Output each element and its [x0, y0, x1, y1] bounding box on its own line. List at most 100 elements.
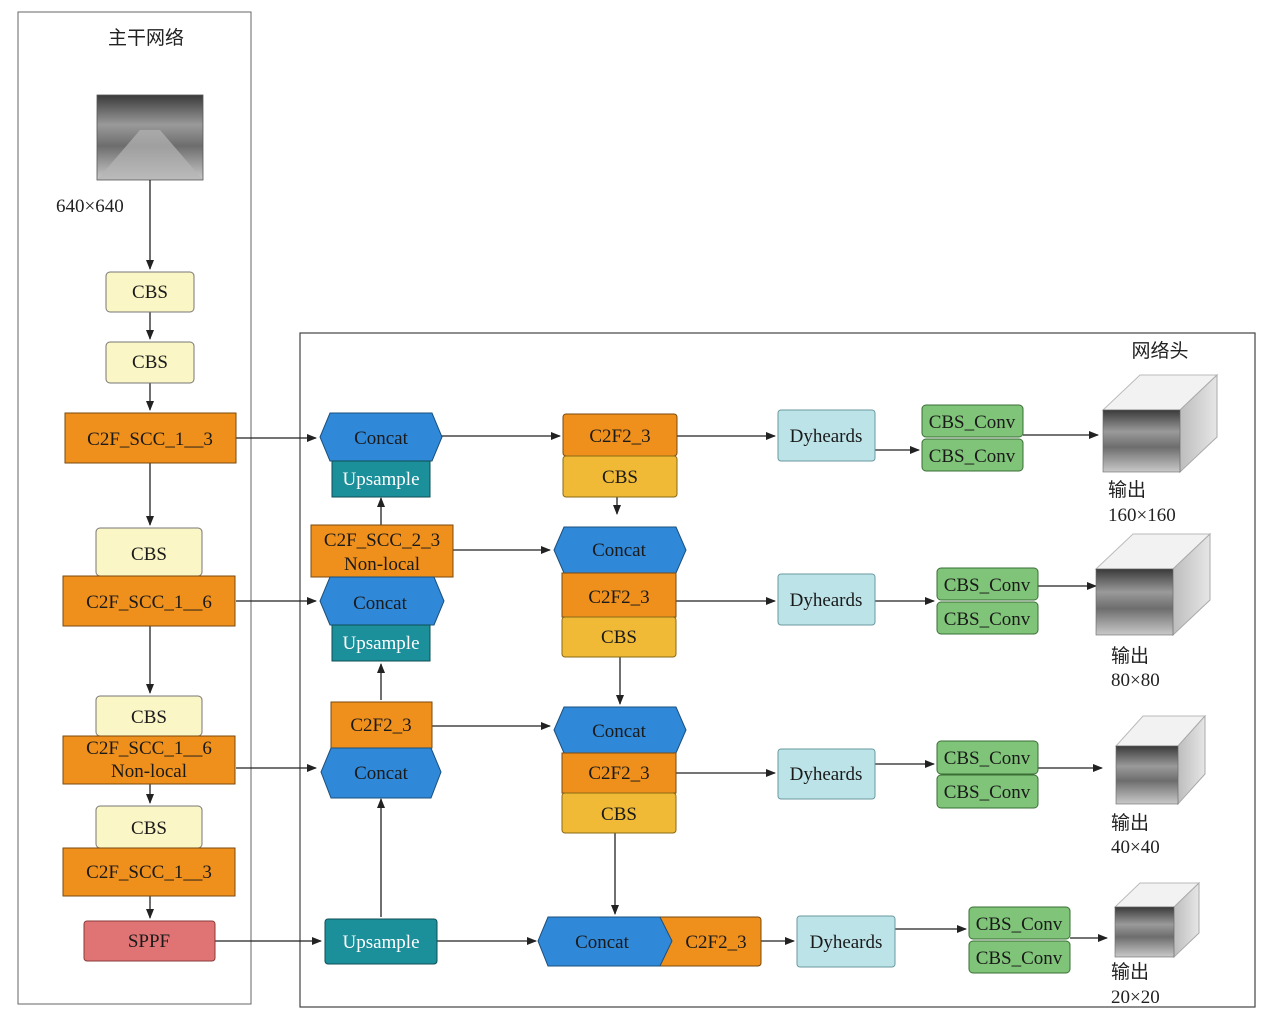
- svg-text:CBS: CBS: [131, 544, 167, 565]
- svg-text:Concat: Concat: [592, 540, 647, 561]
- svg-text:Concat: Concat: [592, 721, 647, 742]
- svg-text:C2F_SCC_2_3: C2F_SCC_2_3: [324, 530, 440, 551]
- dyheads-1: Dyheards: [777, 409, 876, 462]
- svg-text:Non-local: Non-local: [111, 761, 187, 782]
- backbone-sppf: SPPF: [83, 920, 216, 962]
- output-size-1: 160×160: [1108, 505, 1176, 526]
- svg-text:CBS_Conv: CBS_Conv: [944, 609, 1031, 630]
- svg-text:CBS_Conv: CBS_Conv: [976, 914, 1063, 935]
- neck-concat-1: Concat: [319, 412, 443, 462]
- cbs-conv-2b: CBS_Conv: [936, 601, 1039, 635]
- svg-text:CBS: CBS: [131, 818, 167, 839]
- output-size-2: 80×80: [1111, 670, 1160, 691]
- svg-text:C2F2_3: C2F2_3: [588, 587, 649, 608]
- backbone-c2f-scc-1-3: C2F_SCC_1__3: [64, 412, 237, 464]
- output-label-4: 输出: [1111, 961, 1149, 983]
- connection-arrows: [146, 180, 1108, 945]
- backbone-c2f-scc-1-6: C2F_SCC_1__6: [62, 575, 236, 627]
- neck-upsample-2: Upsample: [331, 624, 431, 662]
- svg-text:C2F2_3: C2F2_3: [685, 932, 746, 953]
- svg-text:C2F2_3: C2F2_3: [588, 763, 649, 784]
- output-size-4: 20×20: [1111, 987, 1160, 1008]
- backbone-panel: [17, 11, 252, 1005]
- mid-cbs-3: CBS: [561, 792, 677, 834]
- output-feature-map-2: [1094, 532, 1212, 637]
- neck-upsample-1: Upsample: [331, 460, 431, 498]
- svg-text:CBS: CBS: [601, 804, 637, 825]
- svg-text:Upsample: Upsample: [342, 932, 419, 953]
- dyheads-4: Dyheards: [796, 915, 896, 968]
- svg-text:CBS: CBS: [132, 352, 168, 373]
- neck-upsample-3: Upsample: [324, 918, 438, 965]
- backbone-cbs-1: CBS: [105, 271, 195, 313]
- dyheads-3: Dyheards: [777, 748, 876, 800]
- input-image: [96, 94, 204, 181]
- mid-c2f2-2: C2F2_3: [561, 572, 677, 618]
- mid-concat-3: Concat: [553, 706, 687, 754]
- svg-text:CBS: CBS: [131, 707, 167, 728]
- neck-concat-2: Concat: [319, 576, 445, 626]
- svg-text:CBS_Conv: CBS_Conv: [944, 782, 1031, 803]
- output-feature-map-3: [1114, 714, 1207, 806]
- svg-text:Concat: Concat: [354, 428, 409, 449]
- backbone-cbs-5: CBS: [95, 805, 203, 849]
- backbone-title: 主干网络: [108, 27, 184, 49]
- backbone-c2f-scc-1-3-lower: C2F_SCC_1__3: [62, 847, 236, 897]
- svg-text:C2F_SCC_1__3: C2F_SCC_1__3: [86, 862, 212, 883]
- head-panel: [299, 332, 1256, 1008]
- svg-text:Upsample: Upsample: [342, 469, 419, 490]
- svg-text:Upsample: Upsample: [342, 633, 419, 654]
- svg-text:Non-local: Non-local: [344, 554, 420, 575]
- output-label-1: 输出: [1108, 479, 1146, 501]
- mid-concat-2: Concat: [553, 526, 687, 574]
- output-label-3: 输出: [1111, 812, 1149, 834]
- svg-text:CBS: CBS: [601, 627, 637, 648]
- svg-text:C2F2_3: C2F2_3: [589, 426, 650, 447]
- input-size: 640×640: [56, 196, 124, 217]
- output-size-3: 40×40: [1111, 837, 1160, 858]
- svg-text:Dyheards: Dyheards: [810, 932, 883, 953]
- cbs-conv-1b: CBS_Conv: [921, 438, 1024, 472]
- mid-cbs-2: CBS: [561, 616, 677, 658]
- svg-text:CBS: CBS: [602, 467, 638, 488]
- backbone-cbs-3: CBS: [95, 527, 203, 577]
- cbs-conv-3b: CBS_Conv: [936, 774, 1039, 809]
- svg-text:SPPF: SPPF: [128, 931, 170, 952]
- svg-text:Dyheards: Dyheards: [790, 590, 863, 611]
- cbs-conv-3a: CBS_Conv: [936, 740, 1039, 775]
- cbs-conv-4b: CBS_Conv: [968, 940, 1071, 974]
- svg-text:CBS_Conv: CBS_Conv: [929, 412, 1016, 433]
- backbone-cbs-4: CBS: [95, 695, 203, 737]
- mid-concat-4: Concat: [537, 916, 673, 967]
- svg-text:Dyheards: Dyheards: [790, 426, 863, 447]
- svg-text:CBS_Conv: CBS_Conv: [944, 575, 1031, 596]
- dyheads-2: Dyheards: [777, 573, 876, 626]
- svg-text:CBS: CBS: [132, 282, 168, 303]
- svg-text:C2F2_3: C2F2_3: [350, 715, 411, 736]
- backbone-c2f-scc-non-local: C2F_SCC_1__6 Non-local: [62, 735, 236, 785]
- neck-c2f-scc-2-3: C2F_SCC_2_3 Non-local: [310, 524, 454, 578]
- mid-c2f2-1: C2F2_3: [562, 413, 678, 457]
- output-feature-map-4: [1113, 881, 1201, 959]
- output-feature-map-1: [1101, 373, 1219, 474]
- cbs-conv-2a: CBS_Conv: [936, 567, 1039, 601]
- svg-text:CBS_Conv: CBS_Conv: [976, 948, 1063, 969]
- head-title: 网络头: [1131, 340, 1188, 362]
- backbone-cbs-2: CBS: [105, 341, 195, 384]
- mid-cbs-1: CBS: [562, 455, 678, 498]
- mid-c2f2-3: C2F2_3: [561, 752, 677, 794]
- output-label-2: 输出: [1111, 645, 1149, 667]
- svg-text:Dyheards: Dyheards: [790, 764, 863, 785]
- neck-c2f2-3: C2F2_3: [330, 701, 433, 749]
- svg-text:Concat: Concat: [354, 763, 409, 784]
- svg-text:C2F_SCC_1__3: C2F_SCC_1__3: [87, 429, 213, 450]
- neck-concat-3: Concat: [320, 747, 442, 799]
- svg-text:CBS_Conv: CBS_Conv: [929, 446, 1016, 467]
- cbs-conv-4a: CBS_Conv: [968, 906, 1071, 940]
- svg-text:CBS_Conv: CBS_Conv: [944, 748, 1031, 769]
- svg-text:C2F_SCC_1__6: C2F_SCC_1__6: [86, 592, 212, 613]
- svg-text:Concat: Concat: [575, 932, 630, 953]
- svg-text:Concat: Concat: [353, 593, 408, 614]
- cbs-conv-1a: CBS_Conv: [921, 404, 1024, 438]
